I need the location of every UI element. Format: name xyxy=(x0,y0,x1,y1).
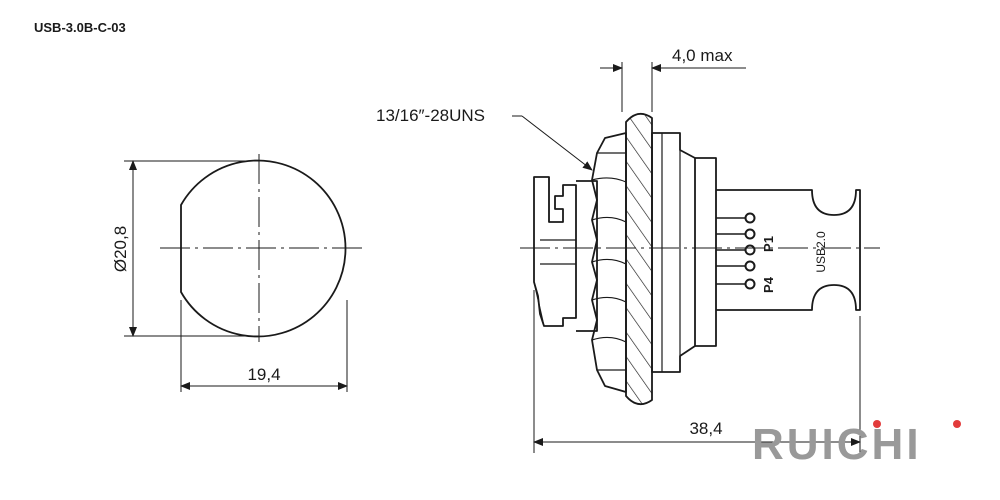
brand-dot xyxy=(873,420,881,428)
front-view-outline xyxy=(180,159,347,338)
side-view xyxy=(520,112,880,406)
length-dimension xyxy=(533,290,861,453)
length-label: 38,4 xyxy=(689,419,722,438)
panel-section xyxy=(625,112,653,406)
thread-leader xyxy=(512,115,593,171)
brand-text: RUICHI xyxy=(752,420,922,469)
thread-label: 13/16″-28UNS xyxy=(376,106,485,125)
panel-thickness-dimension xyxy=(600,62,746,112)
flange xyxy=(651,132,696,373)
front-view xyxy=(160,154,364,342)
brand-logo: RUICHI xyxy=(752,420,961,469)
interface-label: USB2.0 xyxy=(814,231,828,273)
pin-label-p1: P1 xyxy=(761,236,776,252)
width-dimension xyxy=(180,300,348,392)
rear-housing xyxy=(695,157,717,347)
brand-dot-2 xyxy=(953,420,961,428)
connector-body xyxy=(576,180,598,332)
diameter-label: Ø20,8 xyxy=(111,226,130,272)
diameter-dimension xyxy=(124,160,259,337)
front-cap xyxy=(533,176,577,327)
width-label: 19,4 xyxy=(247,365,280,384)
pcb-tail xyxy=(716,189,861,311)
part-number: USB-3.0B-C-03 xyxy=(34,20,126,35)
panel-thickness-label: 4,0 max xyxy=(672,46,733,65)
pin-label-p4: P4 xyxy=(761,276,776,293)
pin-contacts xyxy=(716,212,756,290)
